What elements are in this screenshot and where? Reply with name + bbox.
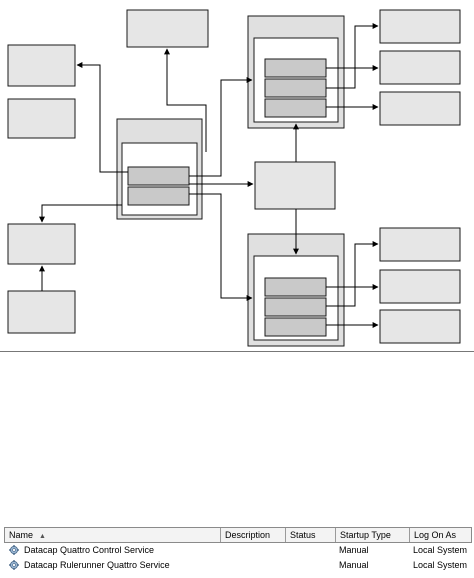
service-startup-type: Manual bbox=[339, 560, 369, 570]
right-box-2 bbox=[379, 50, 461, 85]
top-right-slot-1 bbox=[264, 58, 327, 78]
column-header-name[interactable]: Name ▲ bbox=[5, 528, 221, 542]
service-log-on-as: Local System bbox=[413, 545, 468, 555]
column-label-startup-type: Startup Type bbox=[340, 530, 391, 540]
left-box-2 bbox=[7, 98, 76, 139]
hub-box bbox=[254, 161, 336, 210]
service-gear-icon bbox=[9, 545, 19, 555]
column-header-description[interactable]: Description bbox=[221, 528, 286, 542]
service-startup-type: Manual bbox=[339, 545, 369, 555]
sort-ascending-icon: ▲ bbox=[39, 533, 46, 540]
section-divider bbox=[0, 351, 474, 352]
architecture-diagram bbox=[7, 9, 461, 347]
connectors bbox=[39, 23, 379, 328]
services-table-header: Name ▲ Description Status Startup Type Lo… bbox=[4, 527, 472, 543]
central-server-block bbox=[116, 118, 203, 220]
right-box-4 bbox=[379, 227, 461, 262]
left-box-1 bbox=[7, 44, 76, 87]
service-name: Datacap Rulerunner Quattro Service bbox=[24, 560, 170, 570]
bottom-right-slot-2 bbox=[264, 297, 327, 317]
central-slot-1 bbox=[127, 166, 190, 186]
right-box-3 bbox=[379, 91, 461, 126]
top-right-slot-2 bbox=[264, 78, 327, 98]
bottom-right-server-block bbox=[247, 233, 345, 347]
left-box-3 bbox=[7, 223, 76, 265]
left-box-4 bbox=[7, 290, 76, 334]
top-right-server-block bbox=[247, 15, 345, 129]
column-header-status[interactable]: Status bbox=[286, 528, 336, 542]
right-box-1 bbox=[379, 9, 461, 44]
services-table: Name ▲ Description Status Startup Type Lo… bbox=[4, 527, 472, 575]
central-slot-2 bbox=[127, 186, 190, 206]
bottom-right-slot-3 bbox=[264, 317, 327, 337]
table-row[interactable]: Datacap Rulerunner Quattro Service Manua… bbox=[4, 558, 470, 572]
right-box-6 bbox=[379, 309, 461, 344]
column-header-log-on-as[interactable]: Log On As bbox=[410, 528, 471, 542]
bottom-right-slot-1 bbox=[264, 277, 327, 297]
column-label-status: Status bbox=[290, 530, 316, 540]
column-header-startup-type[interactable]: Startup Type bbox=[336, 528, 410, 542]
service-gear-icon bbox=[9, 560, 19, 570]
top-right-slot-3 bbox=[264, 98, 327, 118]
top-center-box bbox=[126, 9, 209, 48]
table-row[interactable]: Datacap Quattro Control Service Manual L… bbox=[4, 543, 470, 557]
service-name: Datacap Quattro Control Service bbox=[24, 545, 155, 555]
column-label-name: Name bbox=[9, 530, 34, 540]
service-log-on-as: Local System bbox=[413, 560, 468, 570]
column-label-description: Description bbox=[225, 530, 271, 540]
right-box-5 bbox=[379, 269, 461, 304]
column-label-log-on-as: Log On As bbox=[414, 530, 457, 540]
